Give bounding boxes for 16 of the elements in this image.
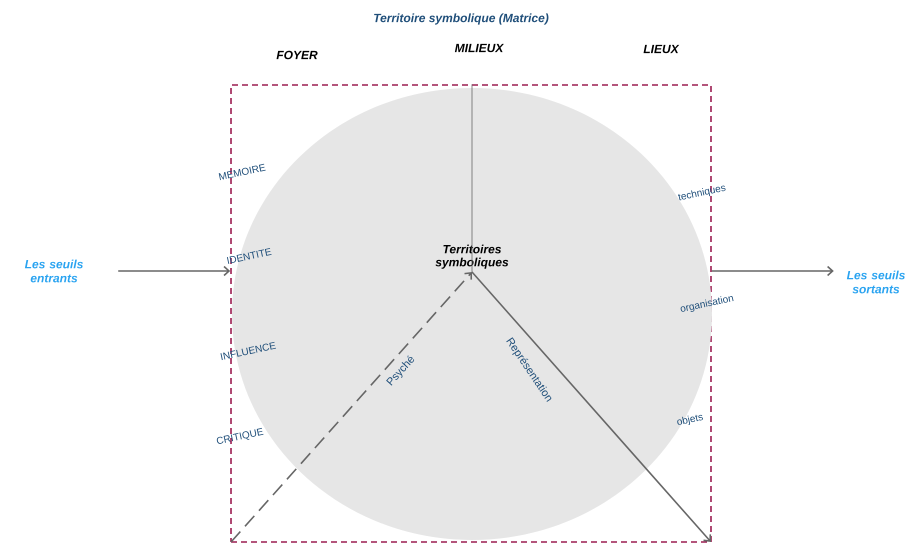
side-label: organisation	[680, 296, 734, 312]
arrow	[471, 271, 712, 542]
arrow	[230, 272, 472, 543]
column-heading: FOYER	[276, 50, 318, 60]
threshold-label: Les seuils entrants	[24, 260, 83, 282]
side-label: objets	[677, 414, 703, 426]
threshold-label: Les seuils sortants	[846, 270, 905, 294]
arrow	[712, 266, 834, 276]
center-label: Territoires symboliques	[435, 244, 508, 269]
side-label: CRITIQUE	[216, 428, 264, 444]
column-heading: LIEUX	[644, 44, 680, 54]
side-label: techniques	[678, 186, 726, 200]
side-label: IDENTITE	[226, 248, 272, 264]
arrow	[118, 266, 230, 276]
column-heading: MILIEUX	[454, 44, 504, 52]
title: Territoire symbolique (Matrice)	[374, 13, 548, 25]
